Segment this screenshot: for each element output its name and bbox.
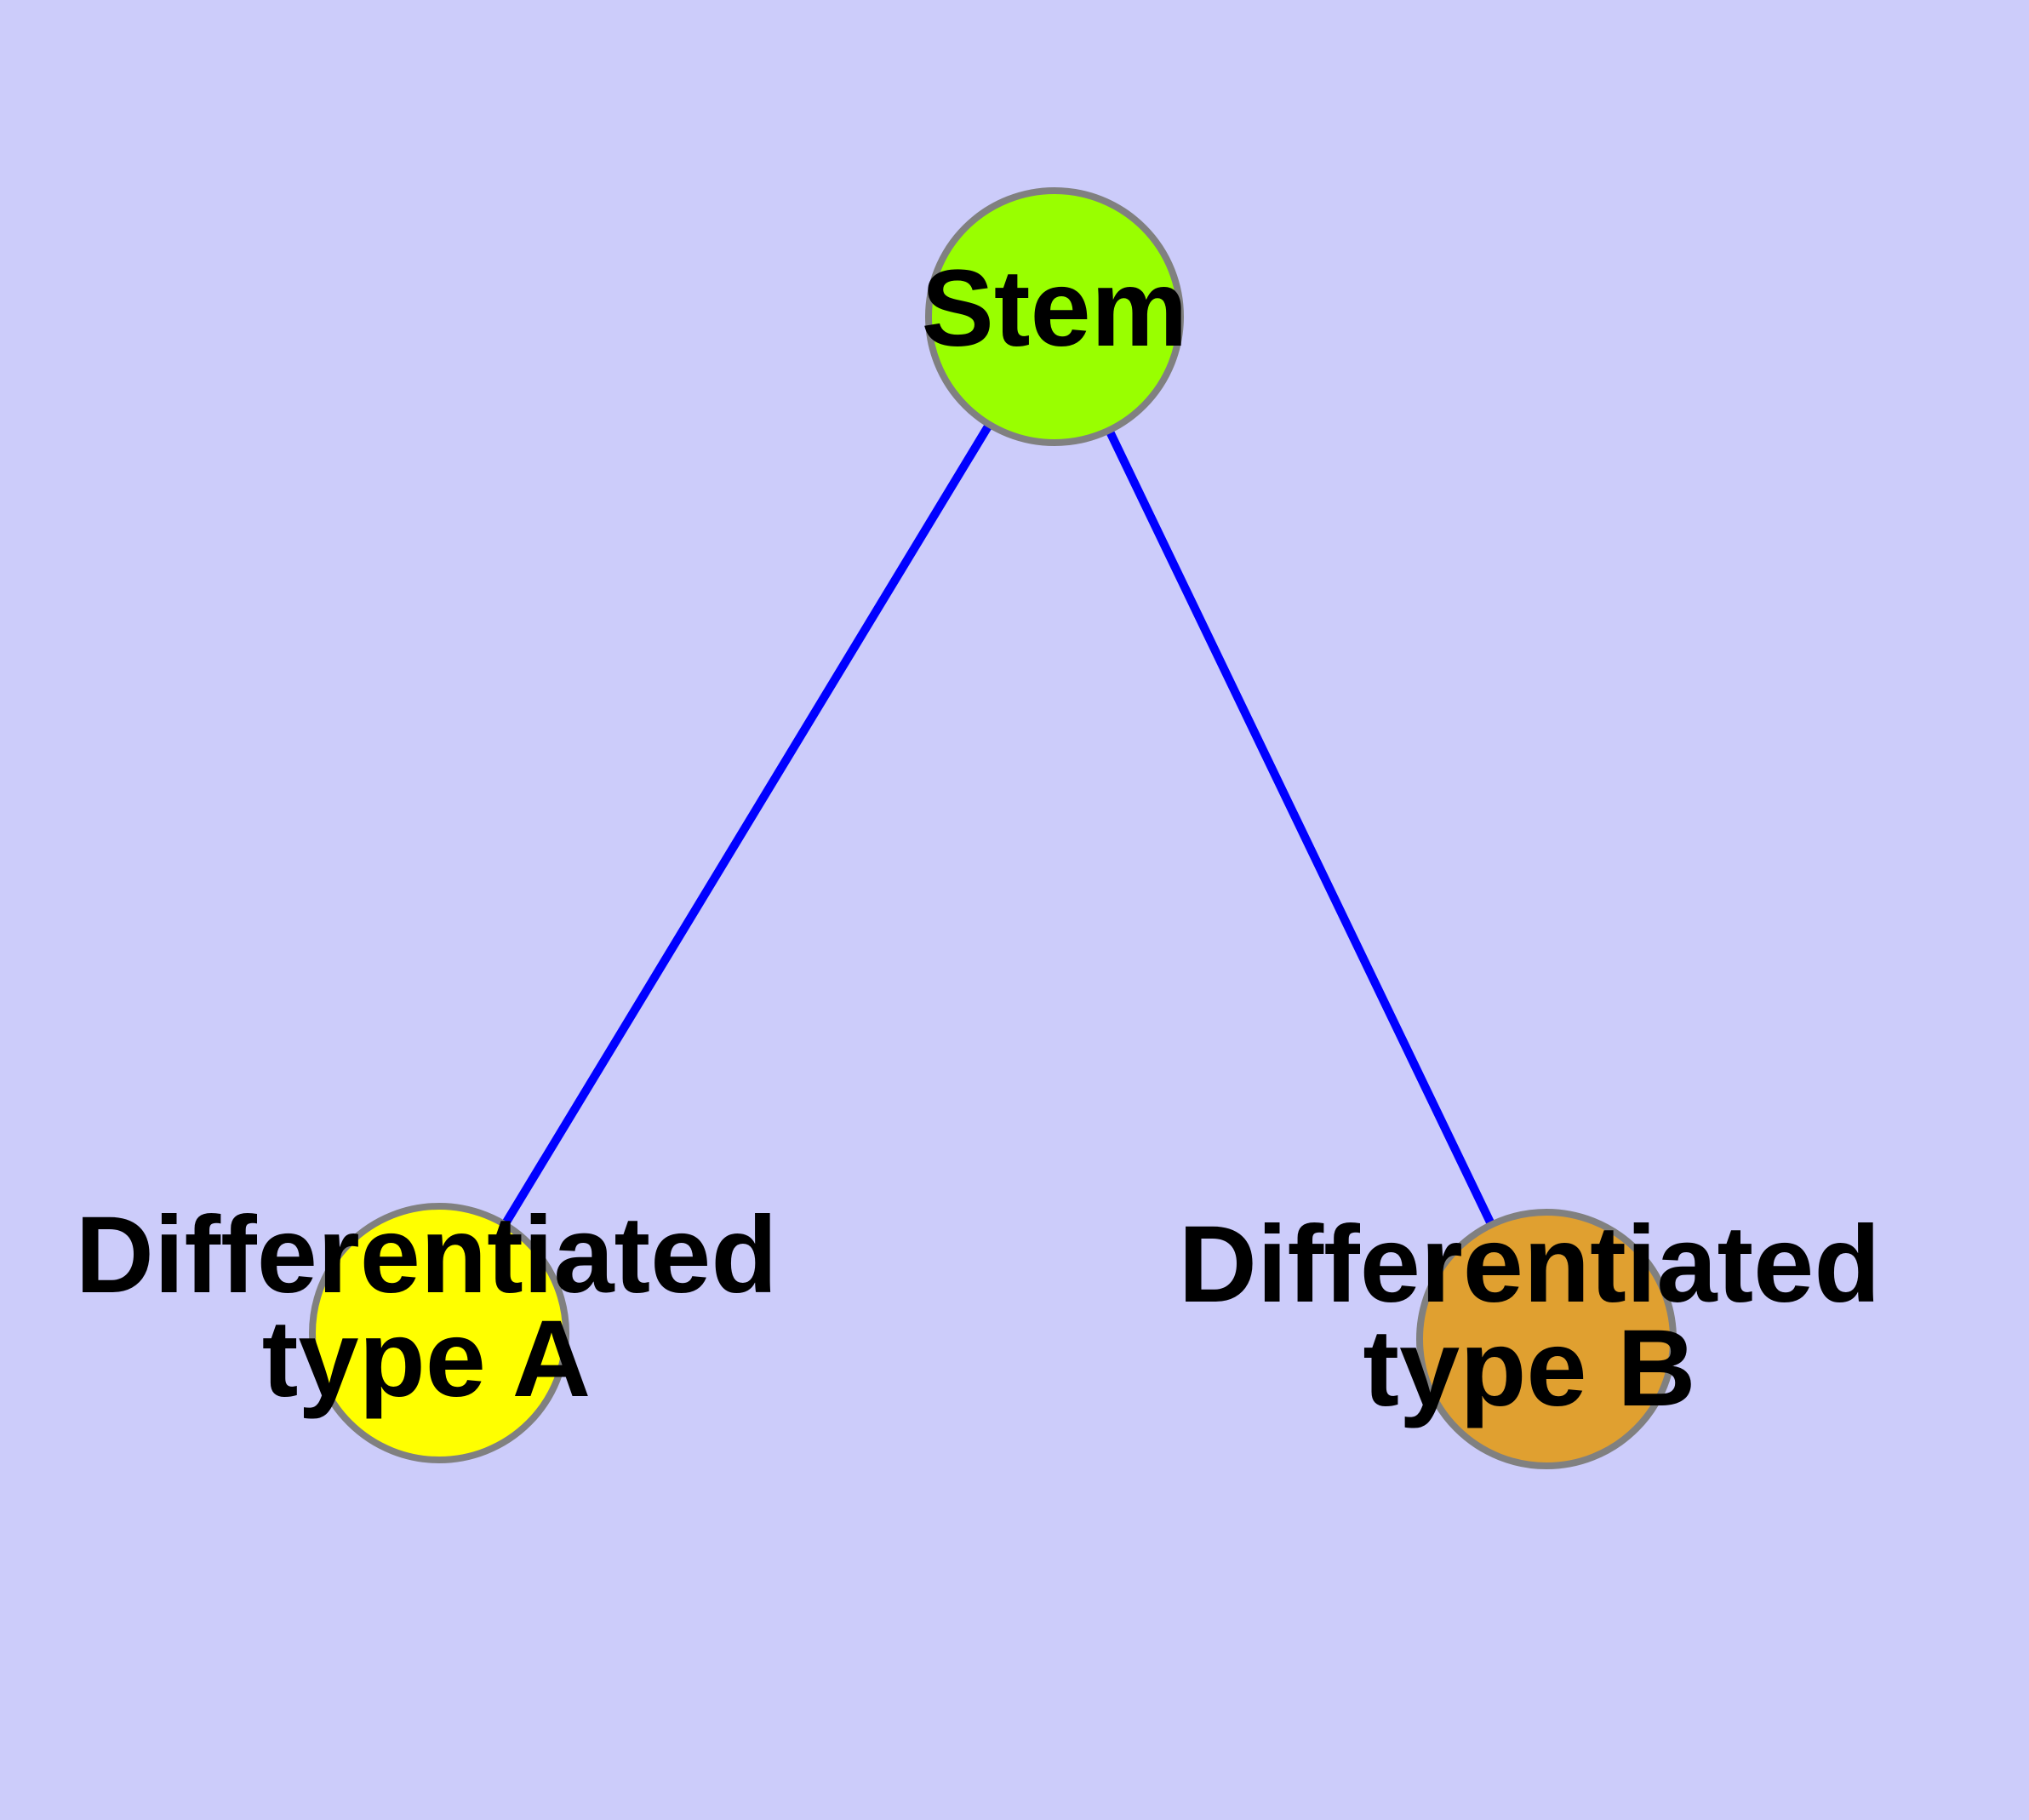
node-differentiated-type-a-circle[interactable] — [309, 1203, 569, 1463]
edge-stem-to-differentiated-type-b[interactable] — [1050, 314, 1551, 1342]
edges-layer — [435, 314, 1551, 1342]
edge-stem-to-differentiated-type-a[interactable] — [435, 314, 1059, 1336]
node-stem-label: Stem — [922, 248, 1188, 369]
node-differentiated-type-b-circle[interactable] — [1416, 1209, 1677, 1469]
nodes-layer — [309, 187, 1677, 1469]
node-stem-circle[interactable] — [925, 187, 1184, 446]
